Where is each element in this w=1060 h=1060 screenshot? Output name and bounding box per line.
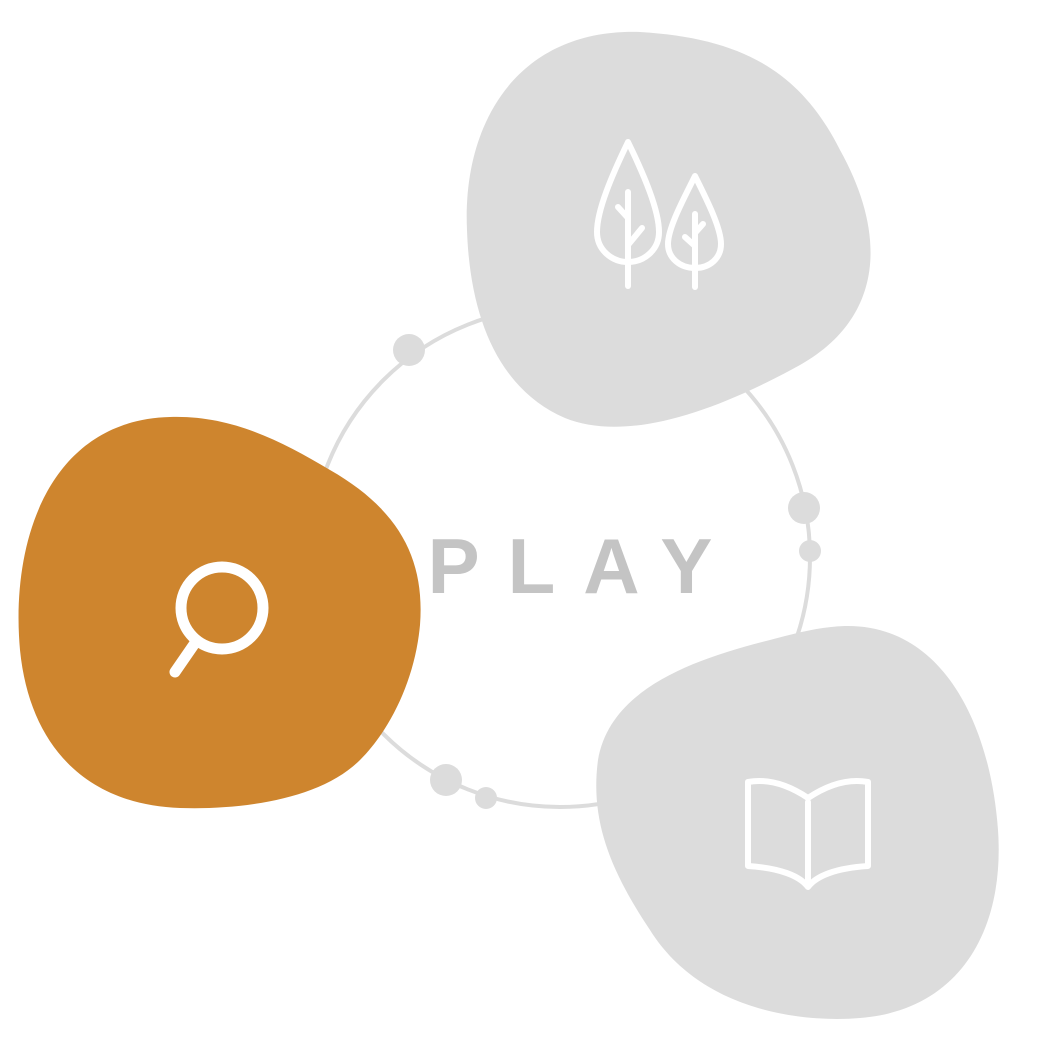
ring-dot xyxy=(393,334,425,366)
node-explore[interactable] xyxy=(18,416,421,809)
ring-dots xyxy=(393,334,821,809)
magnifier-icon xyxy=(169,561,269,678)
ring-dot xyxy=(788,492,820,524)
trees-icon xyxy=(594,139,724,290)
node-nature[interactable] xyxy=(466,31,871,427)
ring-dot xyxy=(799,540,821,562)
read-blob xyxy=(596,625,999,1019)
node-read[interactable] xyxy=(596,625,999,1019)
ring-dot xyxy=(430,764,462,796)
center-label: PLAY xyxy=(428,522,741,610)
open-book-icon xyxy=(745,778,871,890)
ring-dot xyxy=(475,787,497,809)
explore-blob xyxy=(18,416,421,809)
